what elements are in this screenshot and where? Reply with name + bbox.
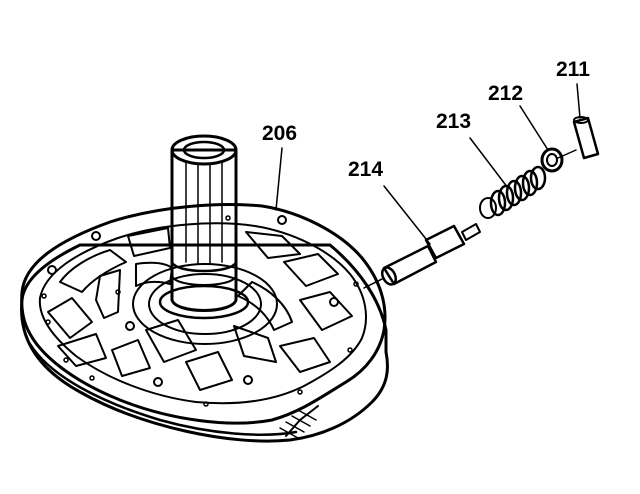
callout-206: 206 — [262, 122, 297, 145]
stator-shaft — [158, 134, 250, 320]
callout-212: 212 — [488, 82, 523, 105]
callout-211: 211 — [556, 58, 590, 81]
leader-lines — [275, 83, 581, 289]
pump-body — [20, 203, 389, 443]
retainer-212 — [540, 147, 564, 173]
pin-211 — [572, 116, 600, 160]
callout-213: 213 — [436, 110, 471, 133]
valve-214 — [380, 223, 481, 286]
callout-214: 214 — [348, 158, 383, 181]
spring-213 — [479, 165, 547, 219]
